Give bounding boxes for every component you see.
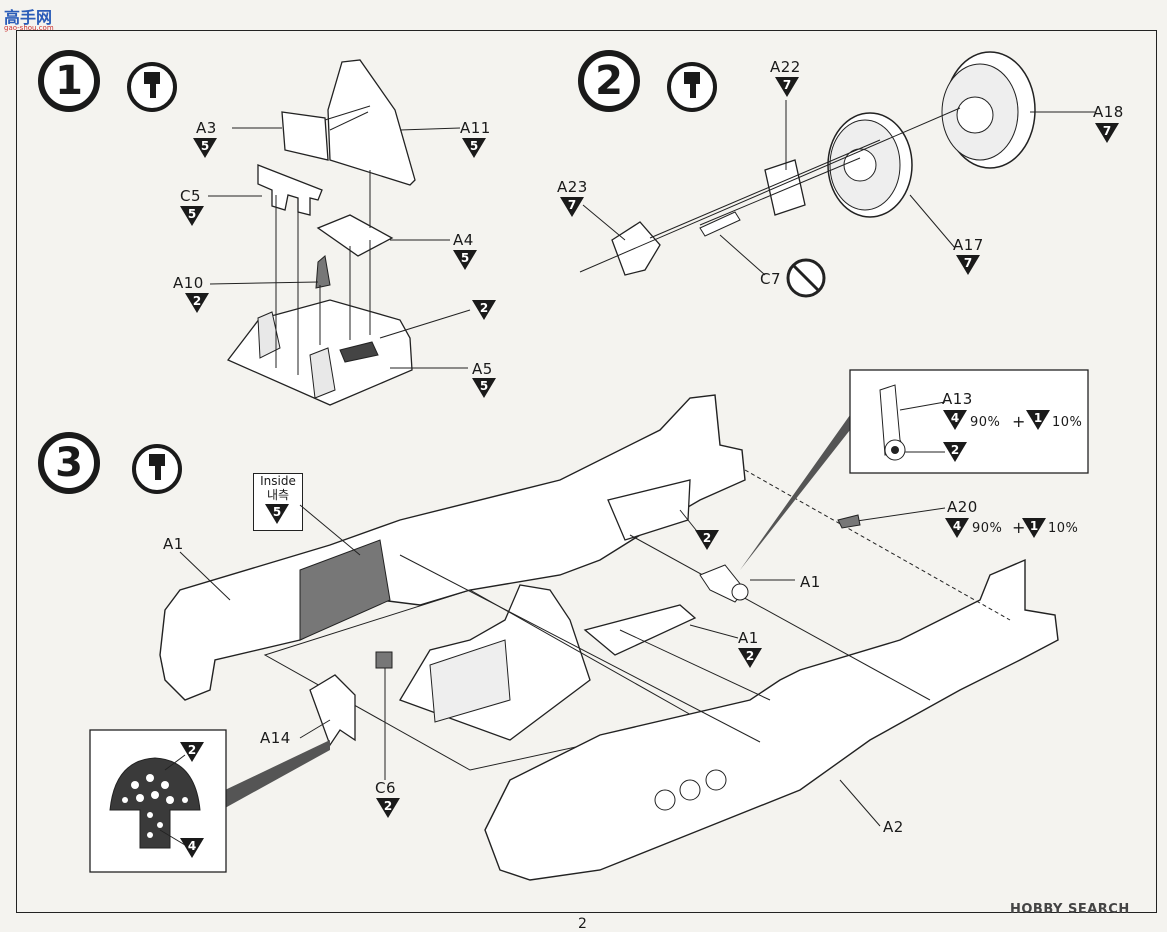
mix-plus: + bbox=[1012, 412, 1026, 431]
part-label-a14: A14 bbox=[260, 729, 291, 747]
color-marker bbox=[180, 206, 204, 226]
color-code: 5 bbox=[272, 505, 282, 519]
color-code: 5 bbox=[200, 139, 210, 153]
color-marker bbox=[453, 250, 477, 270]
color-marker bbox=[943, 442, 967, 462]
inside-label-en: Inside bbox=[260, 474, 296, 488]
step-1-number: 1 bbox=[38, 50, 100, 112]
part-label-a23: A23 bbox=[557, 178, 588, 196]
part-label-a1-gear: A1 bbox=[800, 573, 821, 591]
color-code: 5 bbox=[460, 251, 470, 265]
color-code: 7 bbox=[1102, 124, 1112, 138]
color-marker bbox=[462, 138, 486, 158]
part-label-a10: A10 bbox=[173, 274, 204, 292]
color-code: 2 bbox=[187, 743, 197, 757]
inside-label-ko: 내측 bbox=[266, 488, 290, 502]
mix-percent: 10% bbox=[1048, 521, 1079, 536]
color-marker bbox=[1095, 123, 1119, 143]
watermark-url: gao-shou.com bbox=[4, 24, 54, 32]
color-code: 5 bbox=[479, 379, 489, 393]
color-marker bbox=[472, 378, 496, 398]
color-marker bbox=[472, 300, 496, 320]
part-label-c5: C5 bbox=[180, 187, 202, 205]
footer-brand: HOBBY SEARCH bbox=[1010, 902, 1130, 917]
mix-percent: 10% bbox=[1052, 415, 1083, 430]
part-label-a22: A22 bbox=[770, 58, 801, 76]
color-marker bbox=[560, 197, 584, 217]
color-code: 4 bbox=[952, 519, 962, 533]
color-code: 2 bbox=[383, 799, 393, 813]
color-code: 2 bbox=[702, 531, 712, 545]
color-marker bbox=[943, 410, 967, 430]
color-marker bbox=[1026, 410, 1050, 430]
part-label-a1-panel: A1 bbox=[738, 629, 759, 647]
color-code: 4 bbox=[187, 839, 197, 853]
color-code: 1 bbox=[1033, 411, 1043, 425]
color-marker bbox=[180, 838, 204, 858]
color-code: 5 bbox=[469, 139, 479, 153]
part-label-a17: A17 bbox=[953, 236, 984, 254]
color-marker bbox=[180, 742, 204, 762]
color-marker bbox=[376, 798, 400, 818]
mix-percent: 90% bbox=[970, 415, 1001, 430]
page-number: 2 bbox=[578, 916, 587, 932]
part-label-a13: A13 bbox=[942, 390, 973, 408]
color-code: 2 bbox=[479, 301, 489, 315]
part-label-a2: A2 bbox=[883, 818, 904, 836]
color-marker bbox=[185, 293, 209, 313]
mix-percent: 90% bbox=[972, 521, 1003, 536]
color-marker bbox=[775, 77, 799, 97]
color-marker bbox=[1022, 518, 1046, 538]
part-label-a18: A18 bbox=[1093, 103, 1124, 121]
color-code: 7 bbox=[567, 198, 577, 212]
color-code: 2 bbox=[950, 443, 960, 457]
color-code: 7 bbox=[963, 256, 973, 270]
watermark-logo: 高手网 bbox=[4, 8, 53, 27]
color-code: 4 bbox=[950, 411, 960, 425]
glue-icon bbox=[127, 62, 177, 112]
step-3-number: 3 bbox=[38, 432, 100, 494]
color-code: 2 bbox=[192, 294, 202, 308]
color-code: 2 bbox=[745, 649, 755, 663]
glue-icon bbox=[132, 444, 182, 494]
glue-icon bbox=[667, 62, 717, 112]
color-marker bbox=[738, 648, 762, 668]
part-label-a20: A20 bbox=[947, 498, 978, 516]
color-marker bbox=[956, 255, 980, 275]
part-label-a5: A5 bbox=[472, 360, 493, 378]
color-code: 5 bbox=[187, 207, 197, 221]
color-marker bbox=[695, 530, 719, 550]
part-label-a4: A4 bbox=[453, 231, 474, 249]
part-label-a1-left: A1 bbox=[163, 535, 184, 553]
part-label-a3: A3 bbox=[196, 119, 217, 137]
color-marker bbox=[193, 138, 217, 158]
color-code: 1 bbox=[1029, 519, 1039, 533]
part-label-c6: C6 bbox=[375, 779, 397, 797]
color-marker bbox=[945, 518, 969, 538]
part-label-c7: C7 bbox=[760, 270, 782, 288]
color-marker bbox=[265, 504, 289, 524]
page-frame bbox=[16, 30, 1157, 913]
step-2-number: 2 bbox=[578, 50, 640, 112]
part-label-a11: A11 bbox=[460, 119, 491, 137]
color-code: 7 bbox=[782, 78, 792, 92]
